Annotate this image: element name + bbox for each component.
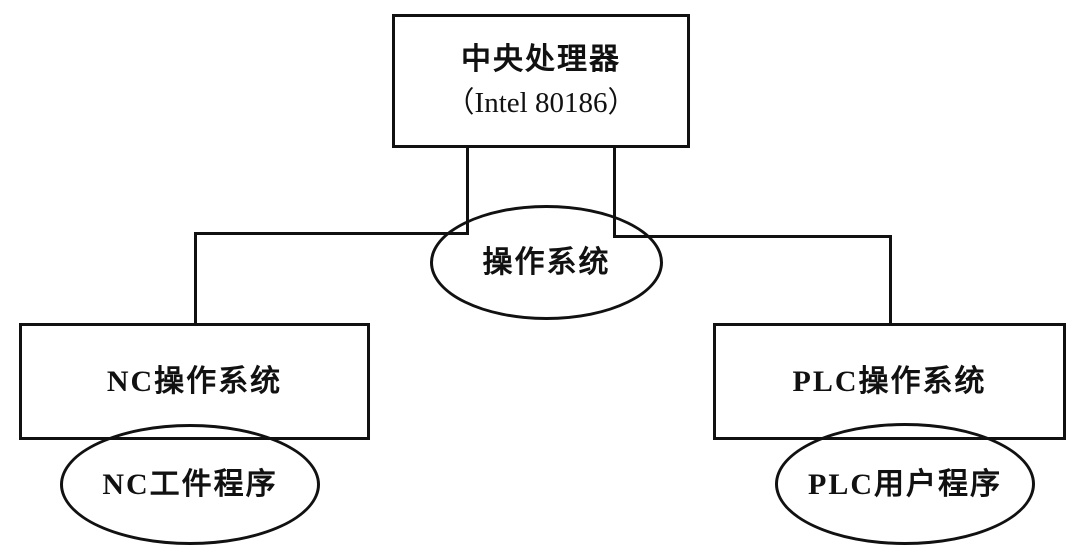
cpu-subtitle: （Intel 80186） xyxy=(445,86,637,119)
cpu-title: 中央处理器 xyxy=(461,42,621,76)
nc-os-box: NC操作系统 xyxy=(19,323,370,440)
connector-cpu-to-left-branch xyxy=(466,148,469,235)
connector-right-branch xyxy=(613,235,892,238)
connector-cpu-to-right-branch xyxy=(613,148,616,238)
connector-left-branch xyxy=(194,232,469,235)
os-ellipse: 操作系统 xyxy=(430,205,663,320)
plc-os-box: PLC操作系统 xyxy=(713,323,1066,440)
nc-program-ellipse: NC工件程序 xyxy=(60,424,320,545)
cpu-box: 中央处理器 （Intel 80186） xyxy=(392,14,690,148)
connector-branch-to-plc-box xyxy=(889,235,892,325)
connector-branch-to-nc-box xyxy=(194,232,197,325)
plc-os-label: PLC操作系统 xyxy=(792,365,987,398)
plc-program-ellipse: PLC用户程序 xyxy=(775,423,1035,545)
nc-program-label: NC工件程序 xyxy=(102,468,278,501)
os-label: 操作系统 xyxy=(482,246,611,279)
plc-program-label: PLC用户程序 xyxy=(808,467,1002,501)
nc-os-label: NC操作系统 xyxy=(106,365,283,398)
